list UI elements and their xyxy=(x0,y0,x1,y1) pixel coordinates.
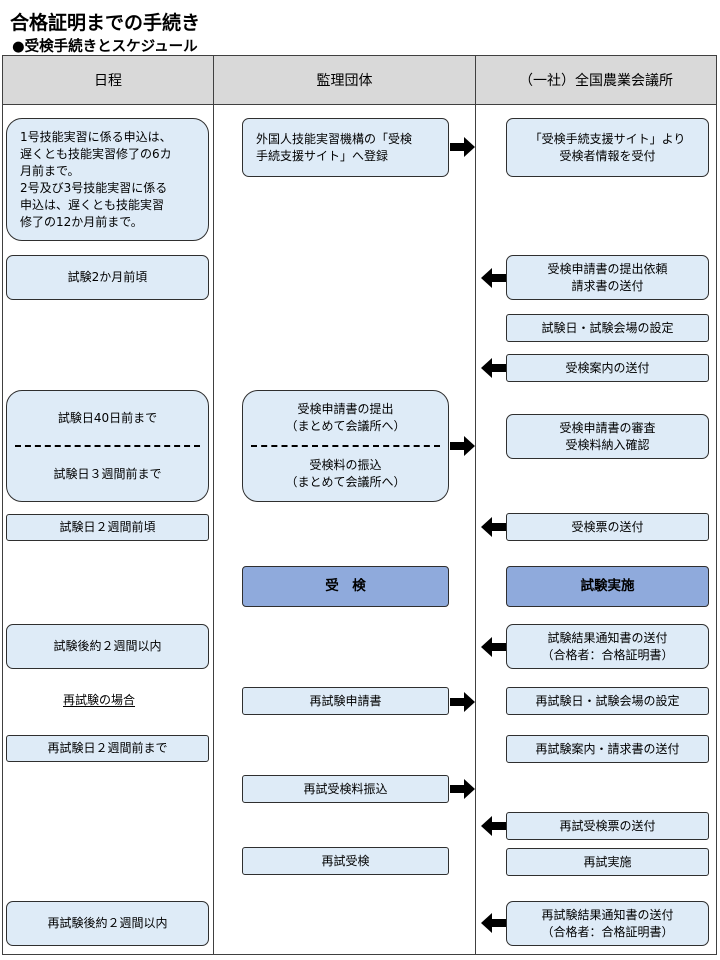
box-part: 試験日３週間前まで xyxy=(7,447,208,501)
schedule-two-months-before: 試験2か月前頃 xyxy=(6,255,209,300)
box-line: 手続支援サイト」へ登録 xyxy=(256,148,389,163)
box-line: （合格者：合格証明書） xyxy=(541,647,674,662)
association-reexam-conduct: 再試実施 xyxy=(506,848,709,876)
association-set-date-venue: 試験日・試験会場の設定 xyxy=(506,314,709,342)
schedule-reexam-two-weeks-before: 再試験日２週間前まで xyxy=(6,735,209,762)
box-line: 受検料納入確認 xyxy=(565,437,650,452)
supervising-register: 外国人技能実習機構の「受検 手続支援サイト」へ登録 xyxy=(242,118,449,177)
arrow-left-icon xyxy=(481,358,506,378)
column-divider xyxy=(475,55,476,955)
supervising-reexam-application: 再試験申請書 xyxy=(242,687,449,715)
schedule-deadline-group: 試験日40日前まで 試験日３週間前まで xyxy=(6,390,209,502)
box-line: 再試受検 xyxy=(321,853,370,868)
box-line: 受検申請書の提出依頼 xyxy=(547,261,668,276)
dashed-divider xyxy=(15,445,200,447)
box-line: 再試験結果通知書の送付 xyxy=(541,907,674,922)
box-line: （合格者：合格証明書） xyxy=(541,924,674,939)
arrow-right-icon xyxy=(450,779,475,799)
box-line: 再試受検料振込 xyxy=(303,781,388,796)
box-line: 受検者情報を受付 xyxy=(559,148,656,163)
box-line: 試験後約２週間以内 xyxy=(53,639,162,653)
box-line: 試験結果通知書の送付 xyxy=(547,630,668,645)
box-line: （まとめて会議所へ） xyxy=(285,475,406,489)
column-header-association: （一社）全国農業会議所 xyxy=(476,56,716,105)
association-request-application: 受検申請書の提出依頼 請求書の送付 xyxy=(506,255,709,300)
box-line: 再試実施 xyxy=(583,854,632,869)
box-line: 2号及び3号技能実習に係る xyxy=(20,180,168,195)
box-line: 申込は、遅くとも技能実習 xyxy=(20,197,165,212)
association-reexam-send-result: 再試験結果通知書の送付 （合格者：合格証明書） xyxy=(506,901,709,946)
arrow-left-icon xyxy=(481,816,506,836)
box-line: 再試験後約２週間以内 xyxy=(47,916,168,930)
dashed-divider xyxy=(251,445,440,447)
box-part: 受検料の振込 （まとめて会議所へ） xyxy=(243,447,448,501)
box-line: 修了の12か月前まで。 xyxy=(20,214,143,229)
arrow-left-icon xyxy=(481,268,506,288)
box-line: （まとめて会議所へ） xyxy=(285,419,406,433)
table-frame xyxy=(2,55,717,955)
schedule-two-weeks-before: 試験日２週間前頃 xyxy=(6,514,209,541)
supervising-exam: 受 検 xyxy=(242,566,449,607)
schedule-reexam-two-weeks-after: 再試験後約２週間以内 xyxy=(6,901,209,946)
column-divider xyxy=(213,55,214,955)
box-line: 受 検 xyxy=(325,578,366,594)
association-send-result: 試験結果通知書の送付 （合格者：合格証明書） xyxy=(506,624,709,669)
box-part: 受検申請書の提出 （まとめて会議所へ） xyxy=(243,391,448,445)
association-send-guide: 受検案内の送付 xyxy=(506,354,709,382)
box-line: 受検申請書の審査 xyxy=(559,420,656,435)
supervising-pay-fee: 受検料の振込 xyxy=(309,458,382,472)
association-receive-info: 「受検手続支援サイト」より 受検者情報を受付 xyxy=(506,118,709,177)
schedule-two-weeks-after: 試験後約２週間以内 xyxy=(6,624,209,669)
arrow-left-icon xyxy=(481,637,506,657)
box-part: 試験日40日前まで xyxy=(7,391,208,445)
box-line: 再試験日・試験会場の設定 xyxy=(535,693,680,708)
arrow-right-icon xyxy=(450,692,475,712)
box-line: 受検票の送付 xyxy=(571,519,644,534)
box-line: 試験実施 xyxy=(580,578,635,594)
schedule-application-deadline: 1号技能実習に係る申込は、 遅くとも技能実習修了の6カ 月前まで。 2号及び3号… xyxy=(6,118,209,241)
box-line: 再試験日２週間前まで xyxy=(47,741,168,755)
association-reexam-send-ticket: 再試受検票の送付 xyxy=(506,812,709,840)
association-send-ticket: 受検票の送付 xyxy=(506,513,709,541)
association-reexam-set-date-venue: 再試験日・試験会場の設定 xyxy=(506,687,709,715)
box-line: 再試験案内・請求書の送付 xyxy=(535,741,680,756)
supervising-submit-application: 受検申請書の提出 xyxy=(297,402,394,416)
association-review: 受検申請書の審査 受検料納入確認 xyxy=(506,414,709,459)
box-line: 月前まで。 xyxy=(20,163,80,178)
arrow-left-icon xyxy=(481,913,506,933)
schedule-reexam-case: 再試験の場合 xyxy=(63,691,135,708)
arrow-right-icon xyxy=(450,436,475,456)
box-line: 「受検手続支援サイト」より xyxy=(529,131,686,146)
arrow-right-icon xyxy=(450,137,475,157)
supervising-reexam: 再試受検 xyxy=(242,847,449,875)
box-line: 遅くとも技能実習修了の6カ xyxy=(20,146,172,161)
box-line: 試験日・試験会場の設定 xyxy=(541,320,674,335)
schedule-three-weeks-before: 試験日３週間前まで xyxy=(53,466,162,481)
box-line: 再試受検票の送付 xyxy=(559,818,656,833)
column-header-supervising: 監理団体 xyxy=(214,56,475,105)
column-header-schedule: 日程 xyxy=(3,56,213,105)
box-line: 1号技能実習に係る申込は、 xyxy=(20,129,172,144)
box-line: 再試験申請書 xyxy=(309,693,382,708)
box-line: 試験日２週間前頃 xyxy=(59,520,156,534)
box-line: 受検案内の送付 xyxy=(565,360,650,375)
box-line: 試験2か月前頃 xyxy=(67,270,148,284)
arrow-left-icon xyxy=(481,517,506,537)
schedule-forty-days-before: 試験日40日前まで xyxy=(57,410,158,425)
page-subtitle: ●受検手続きとスケジュール xyxy=(12,39,198,55)
supervising-reexam-fee: 再試受検料振込 xyxy=(242,775,449,803)
reexam-case-label: 再試験の場合 xyxy=(63,693,136,707)
supervising-submit-group: 受検申請書の提出 （まとめて会議所へ） 受検料の振込 （まとめて会議所へ） xyxy=(242,390,449,502)
page-title: 合格証明までの手続き xyxy=(10,12,201,34)
box-line: 請求書の送付 xyxy=(571,278,644,293)
box-line: 外国人技能実習機構の「受検 xyxy=(256,131,413,146)
association-reexam-guide-invoice: 再試験案内・請求書の送付 xyxy=(506,735,709,763)
association-conduct-exam: 試験実施 xyxy=(506,566,709,607)
